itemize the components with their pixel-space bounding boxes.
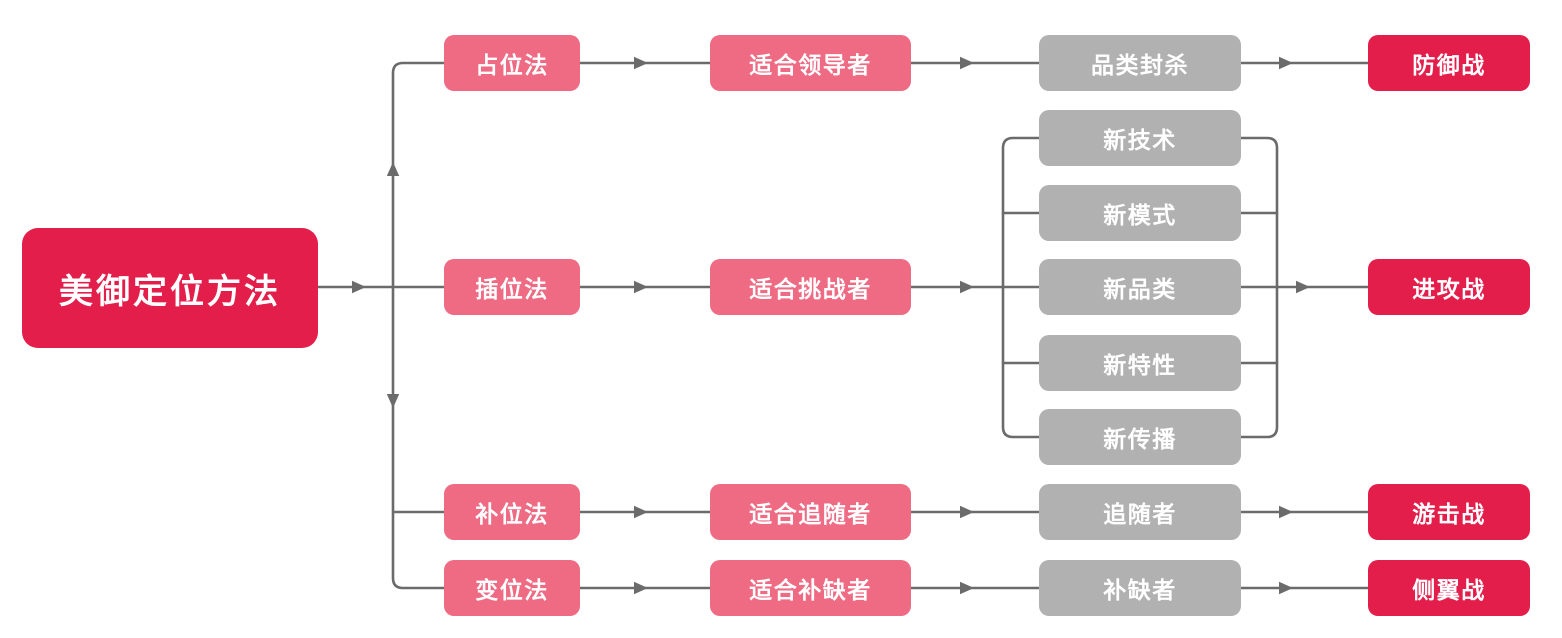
arrowhead-trunk-down-icon	[386, 394, 400, 408]
arrowhead-chawei-icon	[634, 280, 648, 294]
node-challenger[interactable]: 适合挑战者	[710, 259, 911, 315]
node-fengsha[interactable]: 品类封杀	[1039, 35, 1241, 91]
node-leader[interactable]: 适合领导者	[710, 35, 911, 91]
arrowhead-buquezhe-icon	[1279, 581, 1293, 595]
node-nicher[interactable]: 适合补缺者	[710, 560, 911, 616]
node-xinchuanbo[interactable]: 新传播	[1039, 409, 1241, 465]
node-jingong[interactable]: 进攻战	[1368, 259, 1530, 315]
arrowhead-leader-icon	[960, 56, 974, 70]
node-follower[interactable]: 适合追随者	[710, 484, 911, 540]
arrowhead-bianwei-icon	[634, 581, 648, 595]
node-bianwei[interactable]: 变位法	[444, 560, 580, 616]
node-root[interactable]: 美御定位方法	[22, 228, 318, 348]
node-zhanwei[interactable]: 占位法	[444, 35, 580, 91]
arrowhead-follower-icon	[960, 505, 974, 519]
node-zhuisuizhe[interactable]: 追随者	[1039, 484, 1241, 540]
node-chawei[interactable]: 插位法	[444, 259, 580, 315]
edge-root-trunk	[391, 61, 444, 590]
arrowhead-bracket-out-icon	[1296, 280, 1310, 294]
arrowhead-fengsha-icon	[1279, 56, 1293, 70]
arrowhead-challenger-icon	[960, 280, 974, 294]
arrowhead-nicher-icon	[960, 581, 974, 595]
node-ceyi[interactable]: 侧翼战	[1368, 560, 1530, 616]
node-xintexing[interactable]: 新特性	[1039, 335, 1241, 391]
node-fangyu[interactable]: 防御战	[1368, 35, 1530, 91]
node-xinmoshi[interactable]: 新模式	[1039, 185, 1241, 241]
arrowhead-zhuisuizhe-icon	[1279, 505, 1293, 519]
arrowhead-buwei-icon	[634, 505, 648, 519]
node-xinjishu[interactable]: 新技术	[1039, 110, 1241, 166]
arrowhead-trunk-up-icon	[386, 162, 400, 176]
edge-left-bracket	[1001, 136, 1039, 439]
node-buquezhe[interactable]: 补缺者	[1039, 560, 1241, 616]
node-xinpinlei[interactable]: 新品类	[1039, 259, 1241, 315]
arrowhead-root-icon	[352, 280, 366, 294]
arrowhead-zhanwei-icon	[634, 56, 648, 70]
node-youji[interactable]: 游击战	[1368, 484, 1530, 540]
node-buwei[interactable]: 补位法	[444, 484, 580, 540]
